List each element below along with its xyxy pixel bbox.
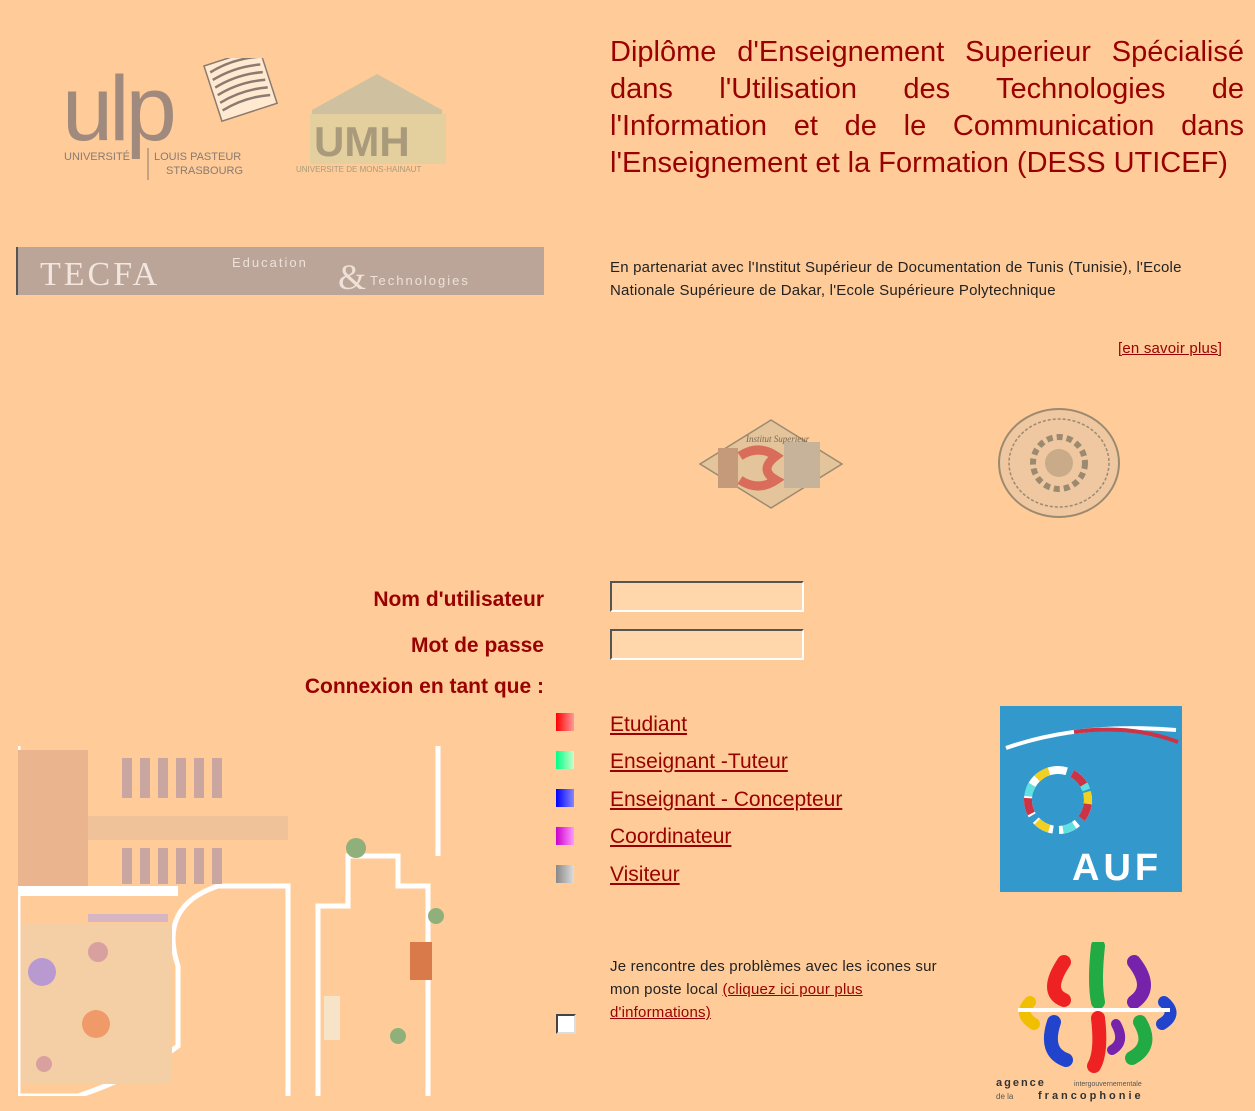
ulp-louis-pasteur-text: LOUIS PASTEUR (154, 151, 241, 163)
de-la-text: de la (996, 1092, 1014, 1101)
isd-label: Institut Superieur (745, 434, 810, 444)
umh-university-text: UNIVERSITE DE MONS-HAINAUT (296, 165, 421, 174)
ulp-logo-letters: ulp (62, 58, 174, 160)
help-checkbox[interactable] (556, 1014, 576, 1034)
role-icon-coordinateur (556, 827, 574, 845)
francophonie-logo: agence intergouvernementale de la franco… (994, 939, 1206, 1102)
role-link-etudiant[interactable]: Etudiant (610, 713, 688, 736)
role-link-enseignant-concepteur[interactable]: Enseignant - Concepteur (610, 788, 843, 811)
role-link-coordinateur[interactable]: Coordinateur (610, 825, 732, 848)
role-icon-enseignant-concepteur (556, 789, 574, 807)
role-icon-etudiant (556, 713, 574, 731)
help-info-link[interactable]: (cliquez ici pour plus d'informations) (610, 981, 863, 1021)
floor-plan-illustration (15, 746, 466, 1099)
tecfa-text: TECFA (40, 256, 160, 293)
partnership-text: En partenariat avec l'Institut Supérieur… (610, 259, 1182, 299)
tecfa-banner: TECFA Education & Technologies (16, 247, 544, 297)
francophonie-graphic: agence intergouvernementale de la franco… (996, 939, 1177, 1102)
help-text: Je rencontre des problèmes avec les icon… (610, 955, 940, 1024)
umh-logo: UMH UNIVERSITE DE MONS-HAINAUT (292, 70, 492, 180)
isd-logo: Institut Superieur (698, 418, 844, 510)
ulp-logo-graphic: ulp UNIVERSITÉ LOUIS PASTEUR STRASBOURG (62, 47, 279, 180)
tecfa-ampersand: & (338, 257, 366, 295)
connect-as-label: Connexion en tant que : (304, 675, 544, 698)
ulp-logo: ulp UNIVERSITÉ LOUIS PASTEUR STRASBOURG (62, 47, 282, 183)
username-input[interactable] (610, 581, 804, 612)
role-link-visiteur[interactable]: Visiteur (610, 863, 680, 886)
ulp-strasbourg-text: STRASBOURG (166, 165, 243, 177)
page-title: Diplôme d'Enseignement Superieur Spécial… (610, 36, 1244, 179)
auf-logo-graphic: AUF (1005, 726, 1179, 889)
auf-text: AUF (1072, 847, 1162, 889)
francophonie-text: francophonie (1038, 1090, 1144, 1102)
role-icon-visiteur (556, 865, 574, 883)
school-seal-logo (996, 406, 1122, 520)
role-link-enseignant-tuteur[interactable]: Enseignant -Tuteur (610, 750, 788, 773)
en-savoir-plus-link[interactable]: [en savoir plus] (1118, 340, 1223, 357)
floor-plan-graphic (15, 746, 466, 1099)
ulp-universite-text: UNIVERSITÉ (64, 150, 130, 163)
agence-text: agence (996, 1077, 1046, 1089)
password-label: Mot de passe (410, 634, 544, 657)
isd-logo-graphic: Institut Superieur (698, 419, 844, 509)
password-input[interactable] (610, 629, 804, 660)
tecfa-technologies-text: Technologies (370, 273, 470, 288)
auf-logo: AUF (1000, 706, 1182, 892)
role-icon-enseignant-tuteur (556, 751, 574, 769)
help-message: Je rencontre des problèmes avec les icon… (610, 958, 937, 998)
intergouvernementale-text: intergouvernementale (1074, 1081, 1142, 1088)
umh-logo-graphic: UMH UNIVERSITE DE MONS-HAINAUT (296, 74, 446, 174)
school-seal-graphic (998, 408, 1120, 518)
tecfa-education-text: Education (232, 255, 308, 270)
umh-letters: UMH (314, 118, 410, 165)
tecfa-graphic: TECFA Education & Technologies (40, 255, 470, 297)
username-label: Nom d'utilisateur (373, 588, 544, 611)
